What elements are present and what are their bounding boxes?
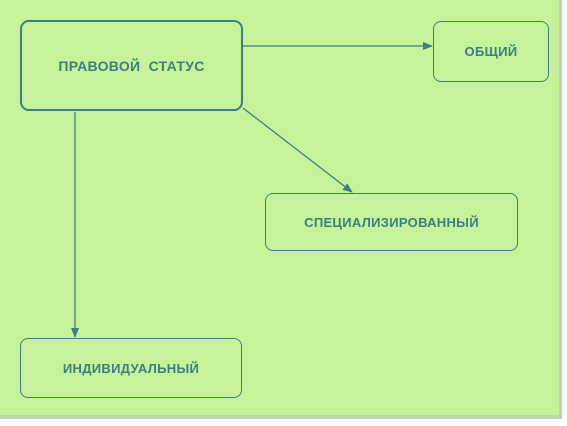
root-node-label: ПРАВОВОЙ СТАТУС — [58, 57, 205, 74]
node-specialized: СПЕЦИАЛИЗИРОВАННЫЙ — [265, 193, 518, 251]
node-general-label: ОБЩИЙ — [464, 44, 518, 59]
node-individual: ИНДИВИДУАЛЬНЫЙ — [20, 338, 242, 398]
connector-layer — [71, 42, 433, 338]
node-general: ОБЩИЙ — [433, 21, 549, 82]
root-node-legal-status: ПРАВОВОЙ СТАТУС — [20, 20, 243, 111]
arrow-to-special — [242, 107, 353, 193]
diagram-canvas: ПРАВОВОЙ СТАТУС ОБЩИЙ СПЕЦИАЛИЗИРОВАННЫЙ… — [0, 0, 562, 419]
node-individual-label: ИНДИВИДУАЛЬНЫЙ — [62, 360, 200, 376]
node-specialized-label: СПЕЦИАЛИЗИРОВАННЫЙ — [304, 214, 479, 230]
